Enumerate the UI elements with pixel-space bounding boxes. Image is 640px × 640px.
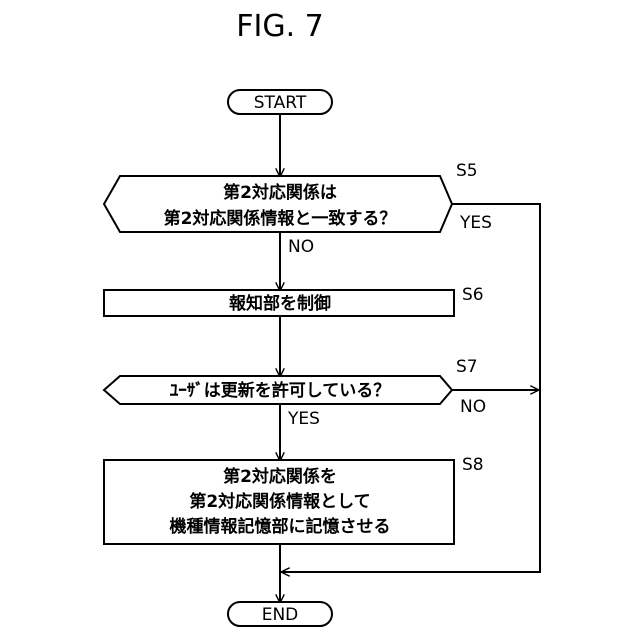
s8-line-2: 第2対応関係情報として (189, 491, 370, 512)
s7-line-1: ﾕｰｻﾞは更新を許可している？ (170, 380, 391, 401)
step-label-s7: S7 (456, 357, 478, 377)
start-label: START (254, 93, 307, 113)
s7-no-label: NO (460, 397, 486, 417)
s5-line-2: 第2対応関係情報と一致する？ (164, 208, 397, 229)
s5-no-label: NO (288, 237, 314, 257)
s6-line-1: 報知部を制御 (229, 293, 331, 314)
s5-line-1: 第2対応関係は (223, 182, 337, 203)
step-label-s8: S8 (462, 455, 484, 475)
s8-line-1: 第2対応関係を (223, 466, 337, 487)
step-label-s6: S6 (462, 285, 484, 305)
step-label-s5: S5 (456, 161, 478, 181)
s8-line-3: 機種情報記憶部に記憶させる (170, 516, 391, 537)
figure-title: FIG. 7 (236, 9, 324, 44)
s5-yes-label: YES (459, 213, 492, 233)
s7-yes-label: YES (287, 409, 320, 429)
end-label: END (262, 605, 299, 625)
